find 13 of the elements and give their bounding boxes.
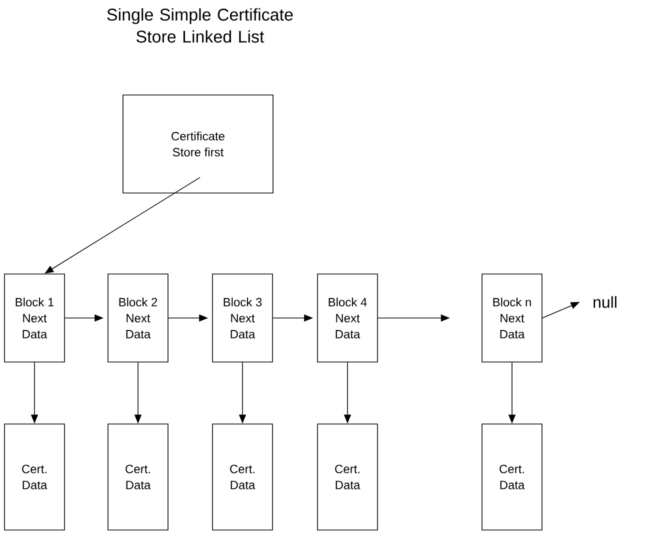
store-box: Certificate Store first [122,94,274,194]
data-box: Cert. Data [482,424,542,530]
title: Single Simple Certificate Store Linked List [107,8,293,43]
block-box: Block 2 Next Data [108,274,168,362]
block-box: Block 3 Next Data [212,274,273,362]
data-box: Cert. Data [108,424,168,530]
block-box: Block 1 Next Data [4,274,65,362]
block-box: Block 4 Next Data [317,274,378,362]
data-box: Cert. Data [212,424,273,530]
data-box: Cert. Data [4,424,65,530]
null-label: null [594,296,616,308]
data-box: Cert. Data [317,424,378,530]
block-box: Block n Next Data [482,274,542,362]
